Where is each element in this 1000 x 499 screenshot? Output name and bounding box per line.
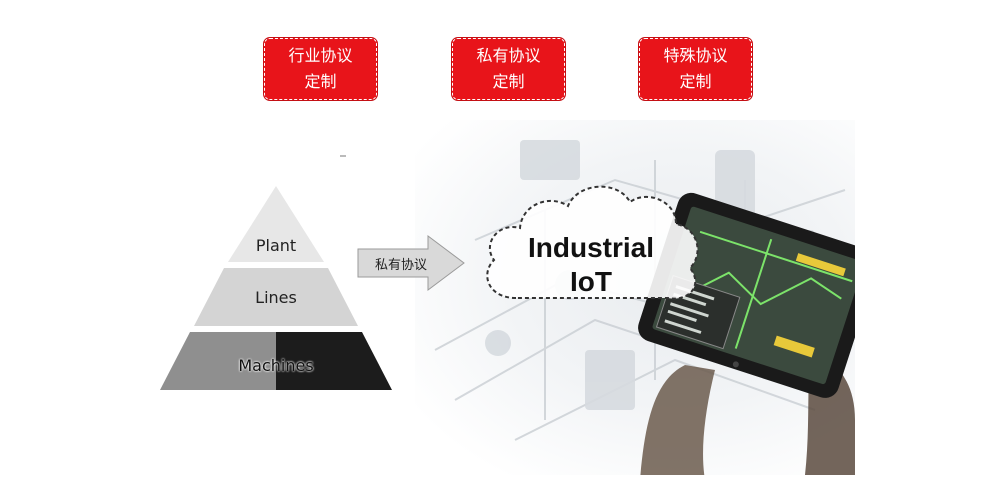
tag-line2: 定制: [304, 72, 337, 91]
industrial-scene-image: [415, 120, 855, 475]
tag-line2: 定制: [679, 72, 712, 91]
tag-line1: 行业协议: [288, 46, 353, 65]
decorative-mark: [340, 155, 346, 157]
cloud-shape: [486, 185, 699, 300]
pyramid-level-machines-right: [276, 332, 392, 390]
tag-line1: 特殊协议: [663, 46, 728, 65]
arrow: 私有协议: [356, 234, 468, 292]
pyramid-label-lines: Lines: [255, 288, 297, 307]
arrow-label: 私有协议: [374, 258, 427, 273]
tag-industry-protocol: 行业协议 定制: [263, 37, 378, 101]
pyramid-level-machines-left: [160, 332, 276, 390]
tag-line1: 私有协议: [476, 46, 541, 65]
pyramid: Plant Lines Machines: [158, 186, 394, 392]
pyramid-level-lines: [194, 268, 358, 326]
pyramid-label-plant: Plant: [255, 236, 297, 255]
cloud-title-line1: Industrial: [527, 232, 654, 263]
arrow-shape: [357, 235, 465, 291]
tag-special-protocol: 特殊协议 定制: [638, 37, 753, 101]
industrial-scene-svg: [434, 140, 855, 475]
tag-private-protocol: 私有协议 定制: [451, 37, 566, 101]
pyramid-shapes: [160, 186, 392, 390]
cloud: Industrial IoT: [476, 176, 706, 308]
pyramid-level-plant: [228, 186, 324, 262]
tag-line2: 定制: [492, 72, 525, 91]
cloud-title-line2: IoT: [570, 266, 612, 297]
pyramid-label-machines: Machines: [238, 356, 314, 375]
